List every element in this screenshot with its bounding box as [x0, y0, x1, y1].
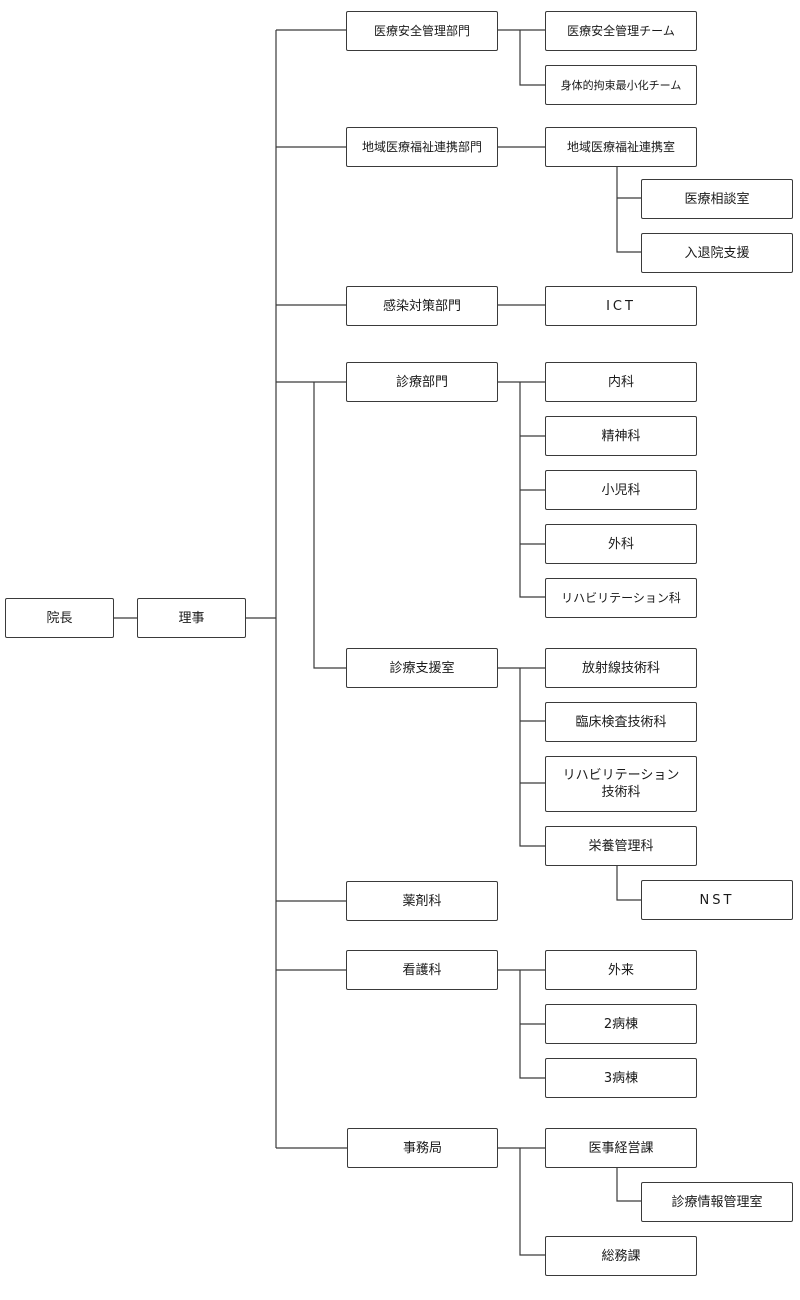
ict-box: ICT	[545, 286, 697, 326]
medical-safety-dept-box: 医療安全管理部門	[346, 11, 498, 51]
director-box: 院長	[5, 598, 114, 638]
ward3-box: 3病棟	[545, 1058, 697, 1098]
discharge-support-box: 入退院支援	[641, 233, 793, 273]
psychiatry-box: 精神科	[545, 416, 697, 456]
pediatrics-box: 小児科	[545, 470, 697, 510]
nutrition-box: 栄養管理科	[545, 826, 697, 866]
clinical-support-office-box: 診療支援室	[346, 648, 498, 688]
restraint-team-box: 身体的拘束最小化チーム	[545, 65, 697, 105]
radiology-box: 放射線技術科	[545, 648, 697, 688]
clinical-dept-box: 診療部門	[346, 362, 498, 402]
medical-safety-team-box: 医療安全管理チーム	[545, 11, 697, 51]
rehab-tech-box: リハビリテーション 技術科	[545, 756, 697, 812]
surgery-box: 外科	[545, 524, 697, 564]
records-office-box: 診療情報管理室	[641, 1182, 793, 1222]
lab-box: 臨床検査技術科	[545, 702, 697, 742]
rehab-dept-box: リハビリテーション科	[545, 578, 697, 618]
nursing-box: 看護科	[346, 950, 498, 990]
ward2-box: 2病棟	[545, 1004, 697, 1044]
infection-dept-box: 感染対策部門	[346, 286, 498, 326]
general-affairs-box: 総務課	[545, 1236, 697, 1276]
internal-medicine-box: 内科	[545, 362, 697, 402]
pharmacy-box: 薬剤科	[346, 881, 498, 921]
community-office-box: 地域医療福祉連携室	[545, 127, 697, 167]
outpatient-box: 外来	[545, 950, 697, 990]
admin-bureau-box: 事務局	[347, 1128, 498, 1168]
consultation-office-box: 医療相談室	[641, 179, 793, 219]
board-box: 理事	[137, 598, 246, 638]
community-dept-box: 地域医療福祉連携部門	[346, 127, 498, 167]
management-box: 医事経営課	[545, 1128, 697, 1168]
nst-box: NST	[641, 880, 793, 920]
